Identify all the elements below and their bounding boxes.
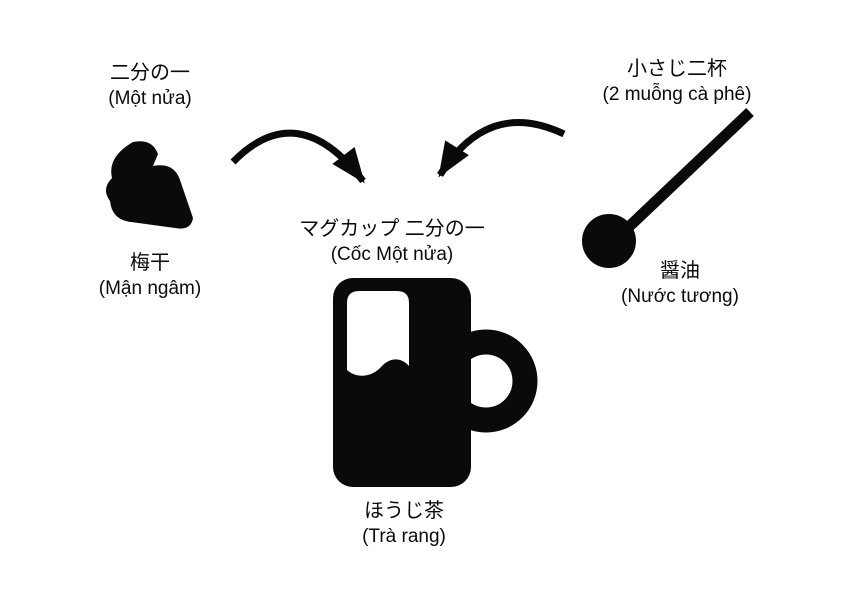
- drink-caption-label: ほうじ茶 (Trà rang): [304, 498, 504, 550]
- plum-name-vi: (Mận ngâm): [98, 278, 202, 299]
- arrow-right-icon: [437, 119, 566, 178]
- mug-caption-label: マグカップ 二分の一 (Cốc Một nửa): [272, 216, 512, 268]
- mug-icon: [333, 278, 538, 487]
- arrow-left-icon: [230, 129, 366, 184]
- plum-amount-label: 二分の一 (Một nửa): [60, 60, 240, 112]
- soy-amount-label: 小さじ二杯 (2 muỗng cà phê): [557, 56, 797, 108]
- soy-name-vi: (Nước tương): [621, 286, 739, 307]
- plum-name-label: 梅干 (Mận ngâm): [55, 250, 245, 302]
- drink-caption-vi: (Trà rang): [362, 526, 446, 547]
- pickled-plum-icon: [105, 141, 193, 229]
- plum-amount-vi: (Một nửa): [108, 88, 192, 109]
- mug-caption-vi: (Cốc Một nửa): [330, 244, 454, 265]
- plum-name-jp: 梅干: [130, 252, 170, 274]
- soy-name-label: 醤油 (Nước tương): [580, 258, 780, 310]
- spoon-icon: [582, 108, 754, 268]
- plum-amount-jp: 二分の一: [110, 62, 190, 84]
- mug-caption-jp: マグカップ 二分の一: [299, 218, 485, 240]
- mug-tea-level: [347, 291, 409, 376]
- soy-amount-vi: (2 muỗng cà phê): [602, 84, 752, 105]
- drink-caption-jp: ほうじ茶: [364, 500, 444, 522]
- soy-amount-jp: 小さじ二杯: [627, 58, 727, 80]
- soy-name-jp: 醤油: [660, 260, 700, 282]
